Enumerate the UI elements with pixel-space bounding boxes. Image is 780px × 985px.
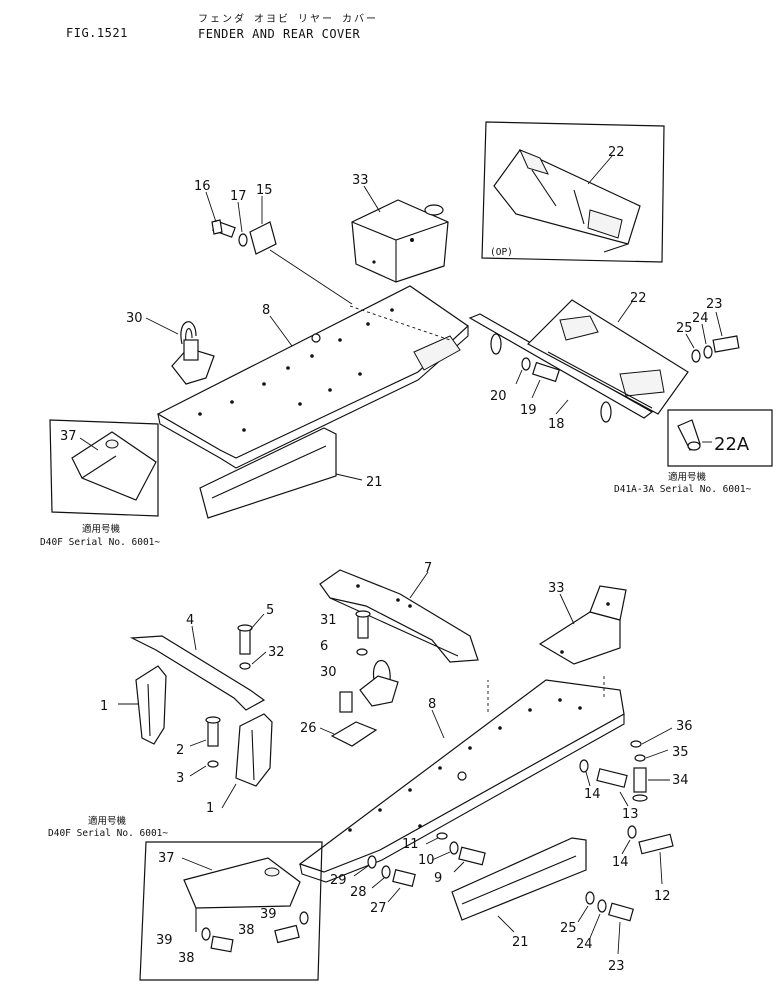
part-8-fender-lower: [298, 676, 625, 883]
callout-32: 6: [320, 639, 328, 654]
part-30-lift-eye-upper: [145, 317, 215, 385]
callout-38-left: 38: [178, 951, 195, 966]
callout-13: 13: [622, 807, 639, 822]
hardware-27-28-29: [353, 855, 416, 903]
inset-d40f-upper: 37: [49, 419, 159, 517]
callout-16: 16: [194, 179, 211, 194]
callout-38-right: 38: [238, 923, 255, 938]
callout-22A: 22A: [714, 434, 750, 455]
callout-21-upper: 21: [366, 475, 383, 490]
part-22-fender-right: [527, 299, 689, 415]
callout-17: 17: [230, 189, 247, 204]
figure-number: FIG.1521: [66, 26, 128, 40]
hardware-2-3: [189, 716, 221, 777]
part-26-plate: [319, 691, 378, 747]
callout-33-lower: 33: [548, 581, 565, 596]
hardware-31-32: [355, 610, 371, 656]
part-1-bracket-center: [221, 713, 273, 809]
callout-27: 27: [370, 901, 387, 916]
callout-23-lower: 23: [608, 959, 625, 974]
callout-39-right: 39: [260, 907, 277, 922]
callout-24-lower: 24: [576, 937, 593, 952]
callout-35: 35: [672, 745, 689, 760]
callout-7: 7: [424, 561, 432, 576]
callout-33-upper: 33: [352, 173, 369, 188]
callout-20: 20: [490, 389, 507, 404]
title-english: FENDER AND REAR COVER: [198, 27, 361, 41]
hardware-12-14: [621, 825, 674, 885]
part-7-crossmember: [319, 569, 479, 663]
bolt-16-washer-17-plate-15: [205, 191, 353, 305]
callout-22-right: 22: [630, 291, 647, 306]
applicable-label-upper-left: 適用号機: [82, 523, 121, 535]
part-4-strut: [129, 625, 266, 711]
hardware-9-10-11: [425, 832, 486, 873]
callout-28: 28: [350, 885, 367, 900]
option-inset: 22 (OP): [481, 121, 665, 263]
callout-14-upper: 14: [584, 787, 601, 802]
callout-30-lower: 30: [320, 665, 337, 680]
part-8-fender-upper: [156, 285, 469, 469]
callout-31: 31: [320, 613, 337, 628]
callout-21-lower: 21: [512, 935, 529, 950]
callout-25-upper: 25: [676, 321, 693, 336]
callout-12: 12: [654, 889, 671, 904]
serial-lower: D40F Serial No. 6001~: [48, 828, 168, 839]
hardware-5-6: [237, 613, 267, 670]
callout-5: 5: [266, 603, 274, 618]
callout-14-lower: 14: [612, 855, 629, 870]
callout-24-upper: 24: [692, 311, 709, 326]
serial-upper-right: D41A-3A Serial No. 6001~: [614, 484, 752, 495]
callout-11: 11: [402, 837, 419, 852]
fender-22-option-shape: [493, 149, 641, 253]
hardware-34-35-36: [630, 727, 673, 802]
title-japanese: フェンダ オヨビ リヤー カバー: [198, 14, 379, 25]
part-18-bracket: [468, 313, 654, 423]
callout-6: 32: [268, 645, 285, 660]
callout-26: 26: [300, 721, 317, 736]
hardware-19-20: [515, 357, 561, 399]
callout-37-upper: 37: [60, 429, 77, 444]
callout-37-lower: 37: [158, 851, 175, 866]
option-label: (OP): [490, 247, 513, 258]
part-1-bracket-left: [118, 665, 167, 745]
callout-29: 29: [330, 873, 347, 888]
callout-39-left: 39: [156, 933, 173, 948]
callout-25-lower: 25: [560, 921, 577, 936]
callout-8-lower: 8: [428, 697, 436, 712]
hardware-13-14: [579, 759, 629, 807]
inset-d41a-upper: 22A: [667, 409, 773, 467]
callout-23-upper: 23: [706, 297, 723, 312]
part-21-rear-cover-lower: [451, 837, 587, 933]
part-30-lift-eye-lower: [359, 660, 399, 707]
callout-4: 4: [186, 613, 194, 628]
callout-1-left: 1: [100, 699, 108, 714]
callout-2: 2: [176, 743, 184, 758]
applicable-label-upper-right: 適用号機: [668, 471, 707, 483]
callout-10: 10: [418, 853, 435, 868]
callout-18: 18: [548, 417, 565, 432]
part-33-bracket-lower: [538, 585, 627, 665]
serial-upper-left: D40F Serial No. 6001~: [40, 537, 160, 548]
hardware-23-24-25-upper: [685, 311, 740, 363]
callout-34: 34: [672, 773, 689, 788]
callout-36: 36: [676, 719, 693, 734]
part-21-rear-cover-upper: [199, 427, 363, 519]
hardware-23-24-25-lower: [577, 891, 634, 955]
callout-3: 3: [176, 771, 184, 786]
callout-30-upper: 30: [126, 311, 143, 326]
callout-19: 19: [520, 403, 537, 418]
part-33-box-upper: [351, 185, 449, 283]
callout-8-upper: 8: [262, 303, 270, 318]
callout-1-center: 1: [206, 801, 214, 816]
callout-9: 9: [434, 871, 442, 886]
inset-d40f-lower: 37 39 38 39 38: [139, 841, 323, 981]
applicable-label-lower: 適用号機: [88, 815, 127, 827]
callout-22-option: 22: [608, 145, 625, 160]
callout-15: 15: [256, 183, 273, 198]
